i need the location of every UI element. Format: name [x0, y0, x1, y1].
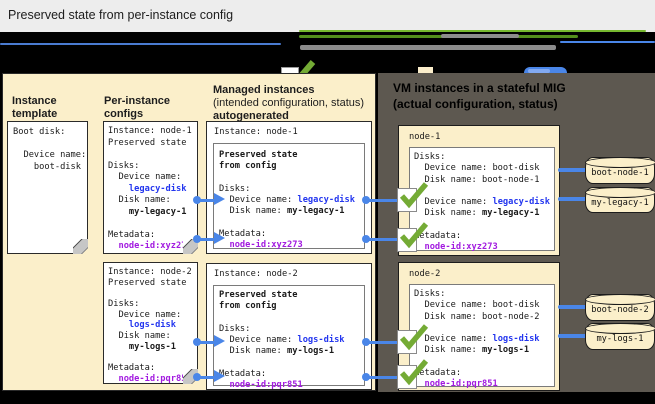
checkmark-box	[397, 324, 429, 354]
checkmark-box	[397, 359, 429, 389]
vm-node1-config-box: Disks: Device name: boot-disk Disk name:…	[409, 147, 555, 253]
vm-node1-card: node-1 Disks: Device name: boot-disk Dis…	[398, 125, 560, 256]
disk-cylinder: my-legacy-1	[584, 186, 655, 213]
column-header-managed-instances: Managed instances (intended configuratio…	[213, 84, 378, 123]
instance-template-card: Boot disk: Device name: boot-disk	[7, 121, 88, 254]
instance-template-text: Boot disk: Device name: boot-disk	[13, 127, 87, 172]
legend-blue-line-left	[0, 43, 281, 45]
legend-gray-bar	[300, 44, 556, 50]
checkmark-icon	[399, 182, 429, 209]
managed-header-line1: Managed instances	[213, 84, 315, 96]
managed-header-line2: (intended configuration, status)	[213, 97, 365, 109]
disk-cylinder: boot-node-1	[584, 156, 655, 184]
connector-line	[366, 376, 399, 379]
connector-line	[197, 341, 215, 344]
folded-corner	[183, 239, 198, 254]
disk-label: boot-node-1	[591, 168, 649, 178]
checkmark-icon	[399, 359, 429, 386]
checkmark-box	[397, 222, 429, 252]
page-title: Preserved state from per-instance config	[8, 8, 234, 22]
connector-line	[197, 238, 215, 241]
connector-line	[197, 199, 215, 202]
folded-corner	[73, 239, 88, 254]
disk-connector-line	[558, 197, 588, 201]
disk-connector-line	[558, 334, 588, 338]
disk-connector-line	[558, 168, 588, 172]
connector-line	[366, 238, 399, 241]
legend-green-line-top	[299, 30, 646, 33]
vm-node2-config-box: Disks: Device name: boot-disk Disk name:…	[409, 284, 555, 389]
disk-label: boot-node-2	[591, 305, 649, 315]
disk-label: my-legacy-1	[591, 198, 649, 208]
connector-line	[366, 199, 399, 202]
vm-node2-label: node-2	[409, 269, 441, 279]
vm-header-line1: VM instances in a stateful MIG	[393, 81, 566, 95]
vm-header-line2: (actual configuration, status)	[393, 97, 558, 111]
connector-line	[197, 376, 215, 379]
arrowhead-icon	[214, 232, 225, 244]
arrowhead-icon	[214, 335, 225, 347]
checkmark-box	[397, 182, 429, 212]
vm-node2-text: Disks: Device name: boot-disk Disk name:…	[414, 289, 540, 390]
managed-instance-node2-title: Instance: node-2	[214, 269, 298, 279]
disk-cylinder: my-logs-1	[584, 322, 655, 350]
disk-cylinder: boot-node-2	[584, 293, 655, 321]
column-header-instance-template: Instance template	[12, 95, 58, 120]
managed-header-line3: autogenerated	[213, 110, 289, 122]
footer-bar	[0, 392, 655, 404]
column-header-per-instance-configs: Per-instance configs	[104, 95, 171, 120]
vm-node1-label: node-1	[409, 132, 441, 142]
legend-green-line-lower	[299, 35, 578, 38]
managed-instance-node1-title: Instance: node-1	[214, 127, 298, 137]
arrowhead-icon	[214, 193, 225, 205]
checkmark-icon	[399, 324, 429, 351]
disk-connector-line	[558, 305, 588, 309]
legend-gray-bar-small	[441, 33, 519, 38]
column-header-vm-instances: VM instances in a stateful MIG (actual c…	[393, 80, 566, 112]
checkmark-icon	[399, 222, 429, 249]
arrowhead-icon	[214, 370, 225, 382]
title-bar: Preserved state from per-instance config	[0, 0, 655, 32]
legend-blue-line-right	[560, 41, 655, 43]
disk-label: my-logs-1	[596, 334, 644, 344]
vm-node1-text: Disks: Device name: boot-disk Disk name:…	[414, 152, 551, 253]
legend-band	[0, 30, 655, 89]
connector-line	[366, 341, 399, 344]
vm-node2-card: node-2 Disks: Device name: boot-disk Dis…	[398, 262, 560, 391]
